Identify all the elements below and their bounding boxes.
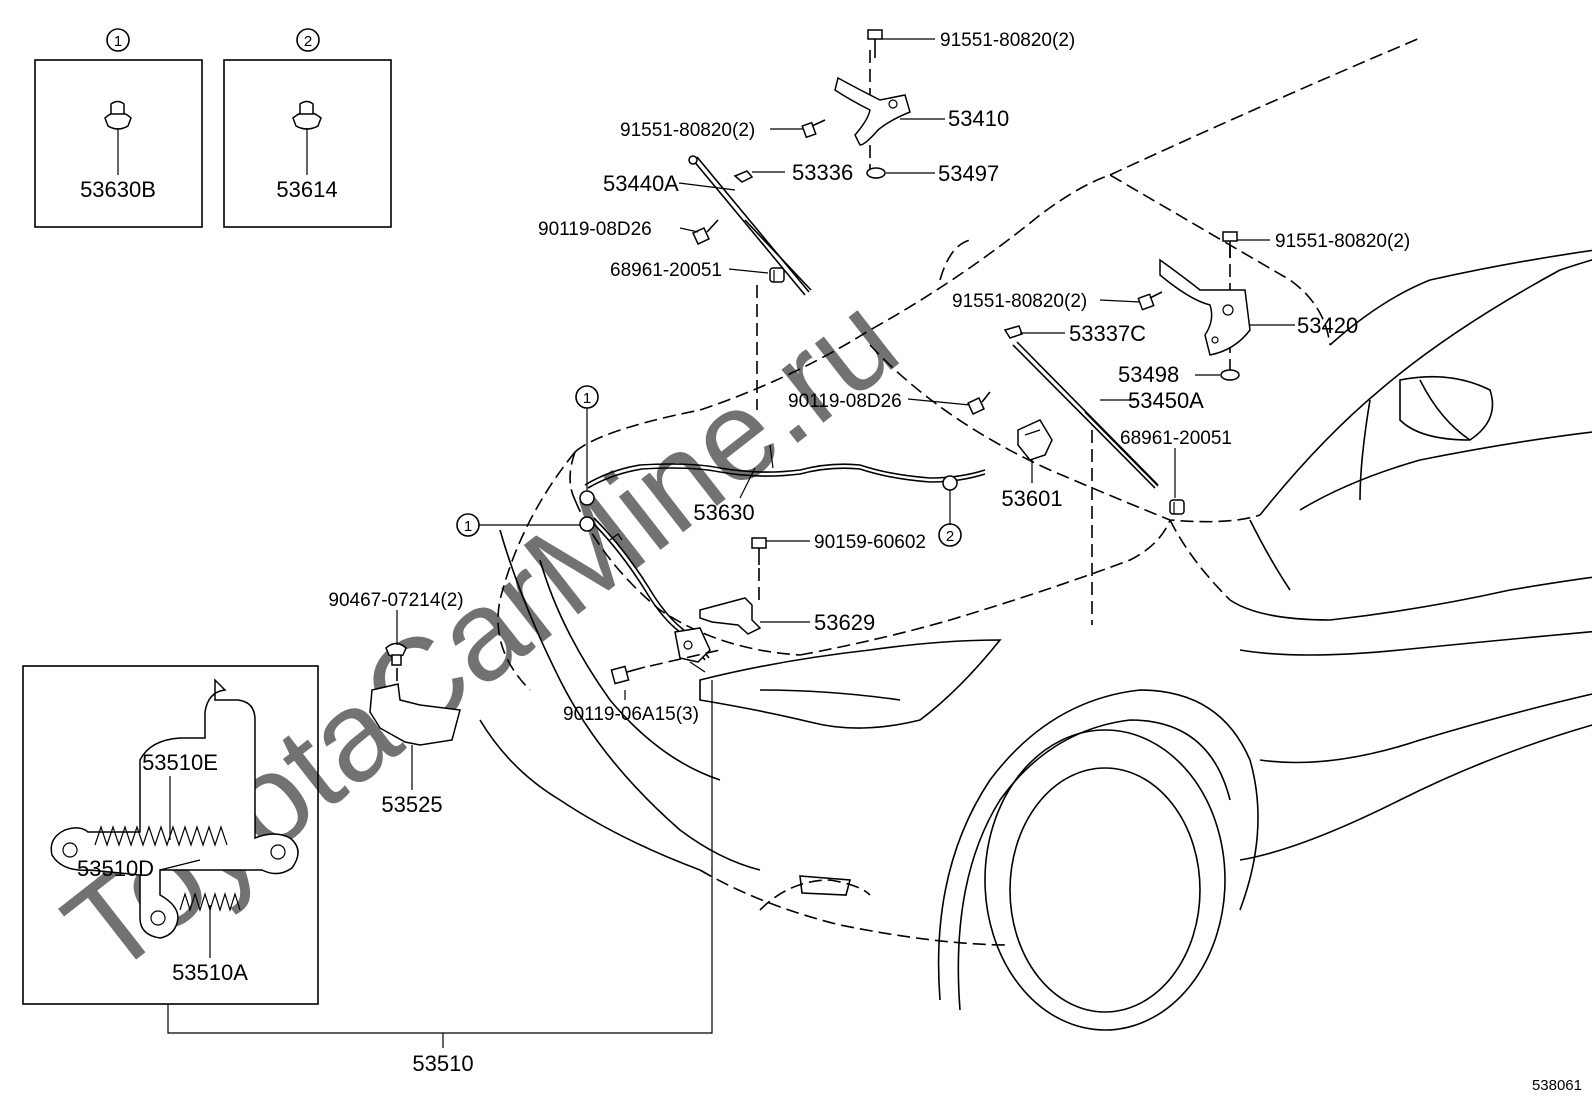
label-cushion-left: 68961-20051: [610, 260, 722, 281]
svg-text:1: 1: [114, 33, 122, 50]
bolt-lock-icon: [610, 665, 646, 685]
clip-53630b-icon: [104, 100, 132, 130]
latch-assembly-bracket: [167, 680, 713, 1034]
stay-bracket-left-icon: [733, 170, 754, 183]
detail-box-1-part: 53630B: [80, 177, 156, 202]
label-bolt-hinge-right: 91551-80820(2): [952, 291, 1087, 312]
label-cushion-right: 68961-20051: [1120, 428, 1232, 449]
bolt-support-right-icon: [967, 391, 991, 415]
label-hinge-left: 53410: [948, 106, 1009, 131]
part-labels: 91551-80820(2) 53410 91551-80820(2) 5349…: [328, 30, 1410, 817]
hood-lock-icon: [674, 627, 711, 673]
hood-seal-icon: [369, 683, 461, 746]
watermark: ToyotaCarMine.ru: [39, 267, 923, 1002]
figure-number: 538061: [1532, 1077, 1582, 1094]
detail-box-2: 2 53614: [223, 28, 392, 228]
hood-hinge-left-icon: [834, 76, 911, 146]
latch-part-53510a: 53510A: [172, 960, 248, 985]
detail-box-1: 1 53630B: [34, 28, 203, 228]
label-bolt-hinge-left: 91551-80820(2): [620, 120, 755, 141]
svg-text:2: 2: [946, 528, 954, 545]
bolt-hinge-left-icon: [801, 119, 826, 139]
hood-hinge-right-icon: [1159, 258, 1251, 356]
bolt-right-top-icon: [1222, 231, 1238, 258]
label-bolt-support-left: 90119-08D26: [538, 219, 652, 240]
label-bolt-lock: 90119-06A15(3): [563, 704, 699, 725]
label-seal: 53525: [381, 792, 442, 817]
label-screw-guide: 90159-60602: [814, 532, 926, 553]
spring-upper-icon: [94, 825, 228, 847]
label-support-right: 53450A: [1128, 388, 1204, 413]
cable-guide-icon: [699, 597, 762, 635]
release-lever-icon: [1017, 419, 1053, 461]
bolt-hinge-right-icon: [1137, 291, 1163, 311]
ref-marker-one-icon: [106, 28, 130, 52]
label-bolt-support-right: 90119-08D26: [788, 391, 902, 412]
bolt-top-icon: [867, 29, 883, 58]
cushion-right-icon: [1169, 499, 1185, 515]
vehicle-outline: [479, 37, 1592, 1031]
cable-marker-2: 2: [938, 475, 962, 547]
stay-bracket-right-icon: [1003, 325, 1023, 339]
screw-guide-icon: [751, 537, 767, 565]
label-hinge-right: 53420: [1297, 313, 1358, 338]
svg-text:1: 1: [583, 390, 591, 407]
label-washer-left: 53497: [938, 161, 999, 186]
washer-left-icon: [866, 167, 886, 179]
latch-part-53510e: 53510E: [142, 750, 218, 775]
cable-marker-1a: 1: [575, 385, 599, 506]
clip-53614-icon: [292, 100, 322, 130]
svg-text:2: 2: [304, 33, 312, 50]
label-clip: 90467-07214(2): [328, 590, 463, 611]
label-release-cable: 53630: [693, 500, 754, 525]
label-stay-bracket: 53336: [792, 160, 853, 185]
label-bolt-right-top: 91551-80820(2): [1275, 231, 1410, 252]
cushion-left-icon: [769, 267, 785, 283]
hood-support-left: [688, 155, 812, 296]
label-bracket-right: 53337C: [1069, 321, 1146, 346]
latch-assembly-part: 53510: [412, 1051, 473, 1076]
washer-right-icon: [1220, 369, 1240, 381]
latch-part-53510d: 53510D: [77, 856, 154, 881]
cable-marker-1b: 1: [456, 513, 595, 537]
detail-box-2-part: 53614: [276, 177, 337, 202]
svg-text:1: 1: [464, 518, 472, 535]
latch-inset: 53510A 53510E 53510D: [22, 665, 319, 1005]
ref-marker-two-icon: [296, 28, 320, 52]
label-lever: 53601: [1001, 486, 1062, 511]
label-washer-right: 53498: [1118, 362, 1179, 387]
label-bolt-top: 91551-80820(2): [940, 30, 1075, 51]
label-support-left: 53440A: [603, 171, 679, 196]
label-cable-guide: 53629: [814, 610, 875, 635]
leader-lines: [396, 38, 1295, 700]
hood-support-right: [1012, 341, 1159, 489]
clip-seal-icon: [385, 642, 407, 666]
